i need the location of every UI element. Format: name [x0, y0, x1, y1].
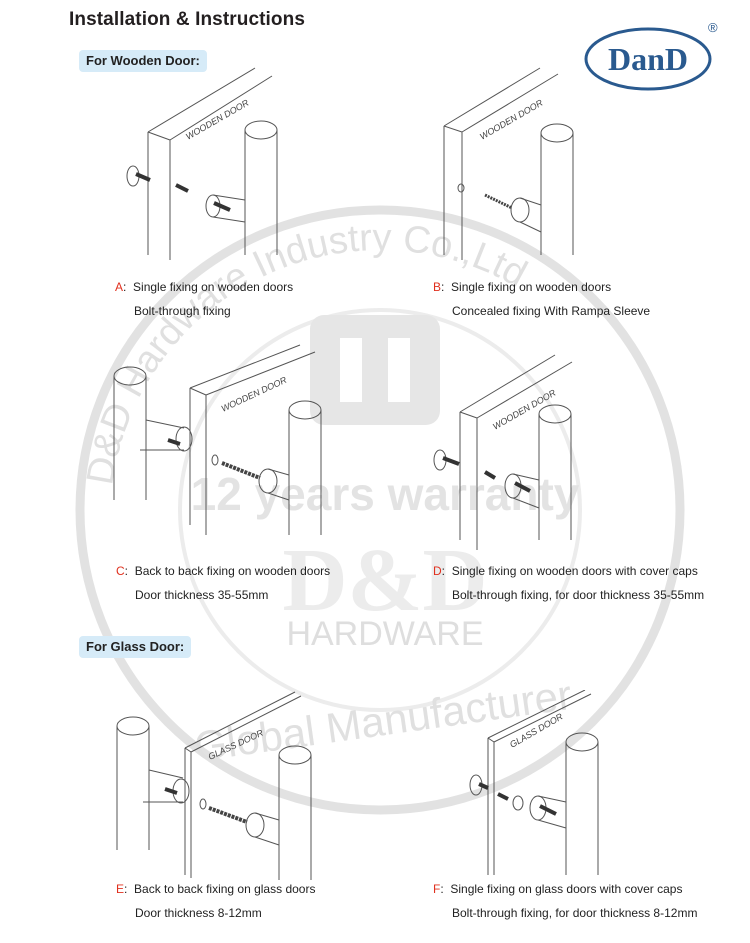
dand-logo: DanD: [584, 27, 712, 91]
section-label-glass: For Glass Door:: [79, 636, 192, 658]
caption-letter: E: [116, 882, 125, 896]
diagram-c-back-to-back-wooden: WOODEN DOOR: [113, 344, 322, 535]
page-title: Installation & Instructions: [69, 9, 305, 30]
svg-text:WOODEN DOOR: WOODEN DOOR: [478, 97, 545, 141]
caption-letter: B: [433, 280, 442, 294]
caption-letter: D: [433, 564, 442, 578]
svg-text:HARDWARE: HARDWARE: [286, 615, 483, 653]
diagram-a-bolt-through: WOODEN DOOR: [126, 67, 278, 260]
caption-e: E: Back to back fixing on glass doors Do…: [116, 882, 316, 920]
caption-b: B: Single fixing on wooden doors Conceal…: [433, 280, 651, 318]
diagram-d-cover-caps-wooden: WOODEN DOOR: [433, 354, 573, 550]
caption-line2: Bolt-through fixing, for door thickness …: [452, 906, 698, 920]
caption-a: A: Single fixing on wooden doors Bolt-th…: [115, 280, 294, 318]
caption-line1: Single fixing on wooden doors: [133, 280, 294, 294]
caption-letter: A: [115, 280, 124, 294]
caption-line2: Concealed fixing With Rampa Sleeve: [452, 304, 651, 318]
caption-d: D: Single fixing on wooden doors with co…: [433, 564, 705, 602]
caption-line1: Single fixing on wooden doors: [451, 280, 612, 294]
caption-line1: Back to back fixing on wooden doors: [134, 564, 331, 578]
caption-c: C: Back to back fixing on wooden doors D…: [116, 564, 331, 602]
registered-mark: ®: [708, 20, 718, 35]
caption-line2: Door thickness 35-55mm: [135, 588, 269, 602]
caption-line1: Single fixing on wooden doors with cover…: [451, 564, 698, 578]
caption-letter: F: [433, 882, 441, 896]
caption-f: F: Single fixing on glass doors with cov…: [433, 882, 698, 920]
caption-line2: Bolt-through fixing: [134, 304, 231, 318]
caption-letter: C: [116, 564, 125, 578]
svg-text:WOODEN DOOR: WOODEN DOOR: [491, 387, 558, 431]
diagram-f-cover-caps-glass: GLASS DOOR: [469, 690, 599, 875]
diagram-e-back-to-back-glass: GLASS DOOR: [116, 691, 312, 880]
svg-text:WOODEN DOOR: WOODEN DOOR: [220, 375, 289, 414]
caption-line1: Back to back fixing on glass doors: [134, 882, 316, 896]
diagram-b-concealed: WOODEN DOOR: [443, 67, 574, 260]
caption-line1: Single fixing on glass doors with cover …: [450, 882, 683, 896]
svg-text:DanD: DanD: [608, 41, 688, 77]
caption-line2: Bolt-through fixing, for door thickness …: [452, 588, 705, 602]
section-label-wooden: For Wooden Door:: [79, 50, 207, 72]
caption-line2: Door thickness 8-12mm: [135, 906, 262, 920]
